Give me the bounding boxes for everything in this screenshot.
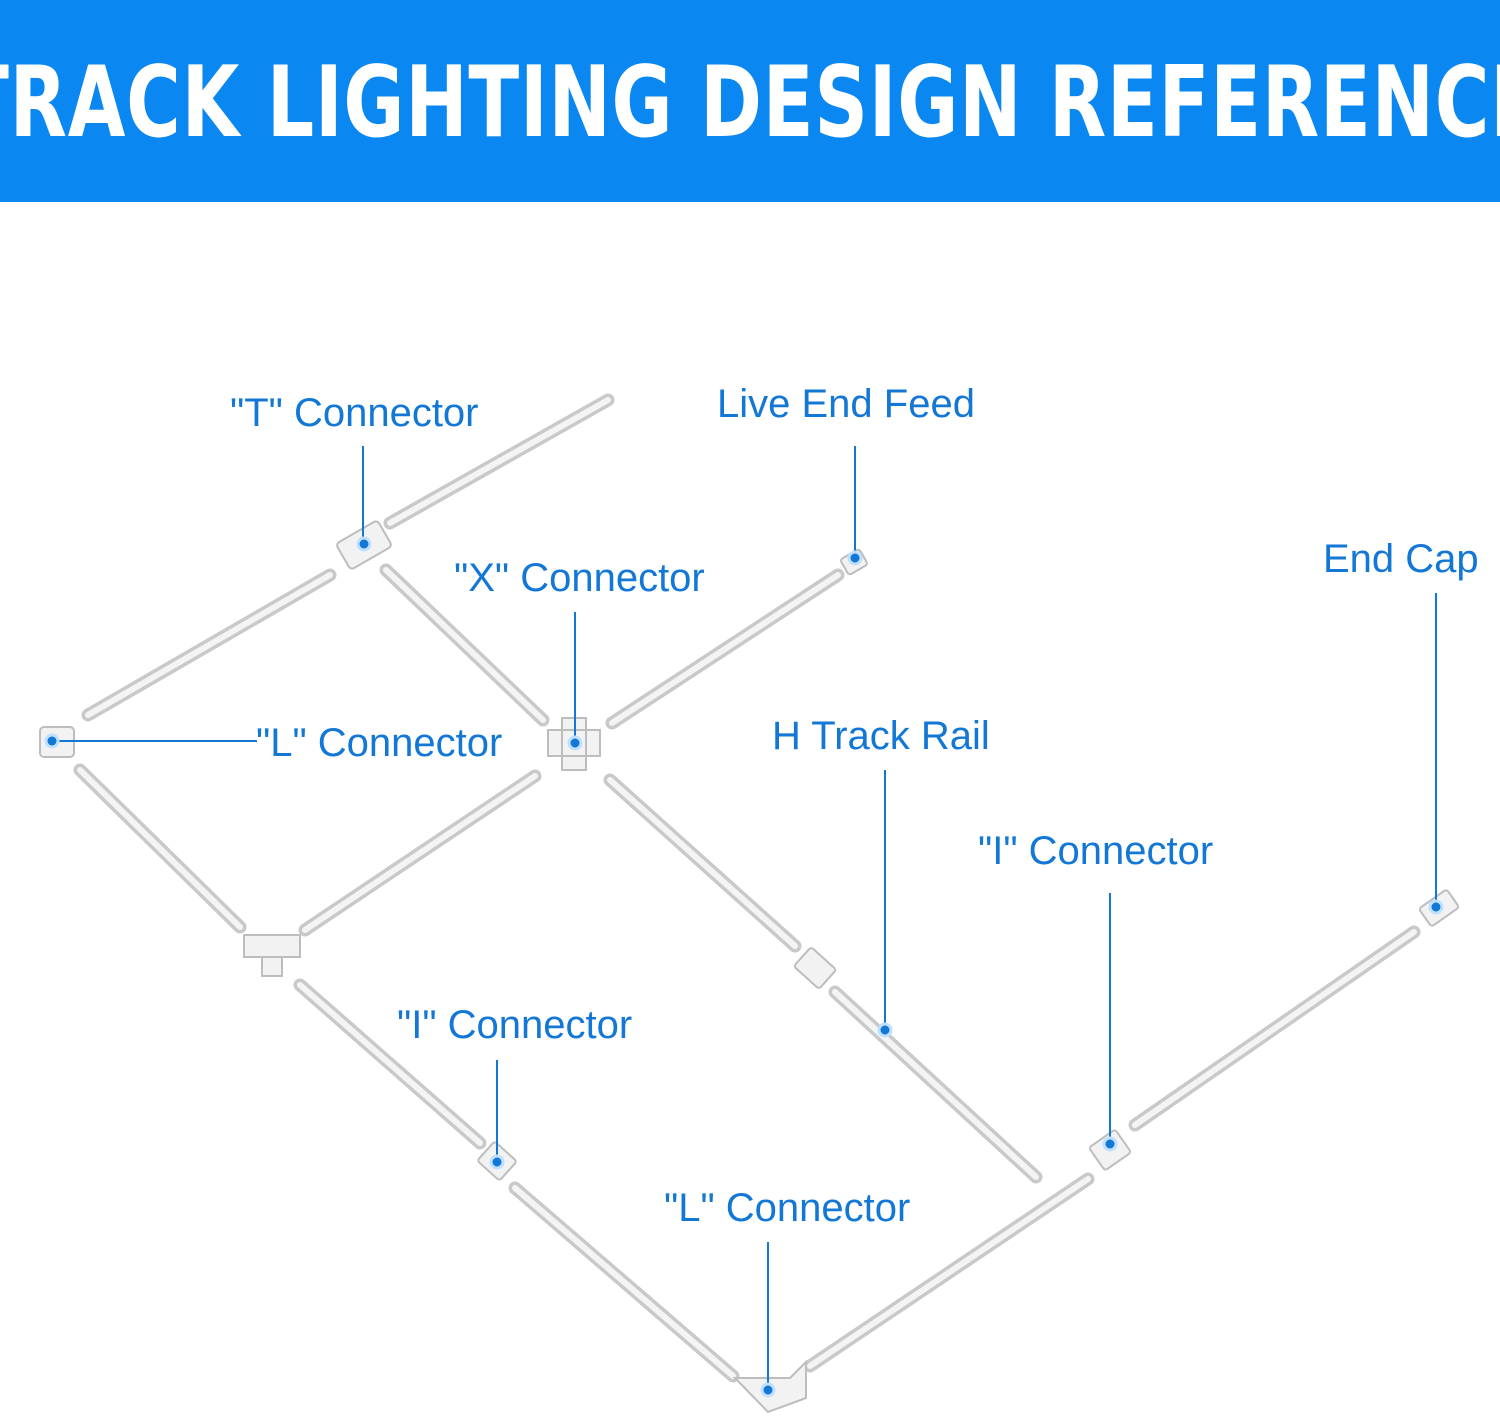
label-end-cap: End Cap xyxy=(1323,537,1479,581)
i-connector-mid-piece xyxy=(793,947,837,989)
label-i-connector-bottom: "I" Connector xyxy=(397,1003,633,1047)
label-l-connector-left: "L" Connector xyxy=(256,721,503,765)
label-h-track-rail: H Track Rail xyxy=(772,714,990,758)
callout-lines xyxy=(52,446,1437,1390)
page-title: TRACK LIGHTING DESIGN REFERENCE xyxy=(0,46,1500,160)
callout-dot xyxy=(877,1022,893,1038)
label-live-end-feed: Live End Feed xyxy=(717,382,975,426)
callout-dot xyxy=(567,735,583,751)
callout-dot xyxy=(1428,899,1444,915)
callout-dot xyxy=(356,536,372,552)
t-connector-lower-piece xyxy=(243,934,301,977)
callout-dots xyxy=(44,536,1444,1398)
callout-dot xyxy=(847,550,863,566)
label-x-connector: "X" Connector xyxy=(454,556,705,600)
callout-dot xyxy=(489,1154,505,1170)
callout-dot xyxy=(1102,1136,1118,1152)
connectors xyxy=(39,520,1460,1414)
label-t-connector: "T" Connector xyxy=(230,391,479,435)
label-l-connector-bottom: "L" Connector xyxy=(664,1186,911,1230)
callout-dot xyxy=(44,733,60,749)
track-rails xyxy=(73,393,1421,1383)
callout-dot xyxy=(760,1382,776,1398)
header-banner: TRACK LIGHTING DESIGN REFERENCE xyxy=(0,0,1500,202)
label-i-connector-right: "I" Connector xyxy=(978,829,1214,873)
track-rail-highlight xyxy=(77,397,1417,1379)
